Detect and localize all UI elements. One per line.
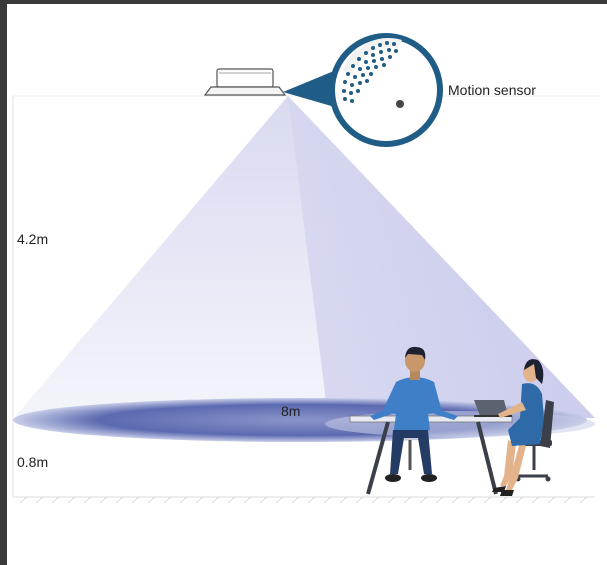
detection-cone-shade	[288, 96, 595, 418]
coverage-label: 8m	[281, 403, 301, 419]
desk	[349, 415, 513, 495]
height-top-label: 4.2m	[17, 231, 49, 247]
sensor-zoom-lens	[329, 33, 443, 147]
coverage-diagram	[12, 33, 600, 504]
woman-figure	[492, 359, 544, 496]
man-figure	[370, 346, 458, 482]
diagram-canvas: Motion sensor 4.2m 8m 0.8m	[7, 4, 607, 565]
sensor-eye-icon	[396, 100, 404, 108]
motion-sensor-device	[203, 68, 287, 96]
height-bottom-label: 0.8m	[17, 454, 49, 470]
motion-sensor-label: Motion sensor	[448, 82, 536, 98]
floor-hatching	[13, 496, 595, 504]
coverage-ellipse-right	[325, 411, 595, 437]
